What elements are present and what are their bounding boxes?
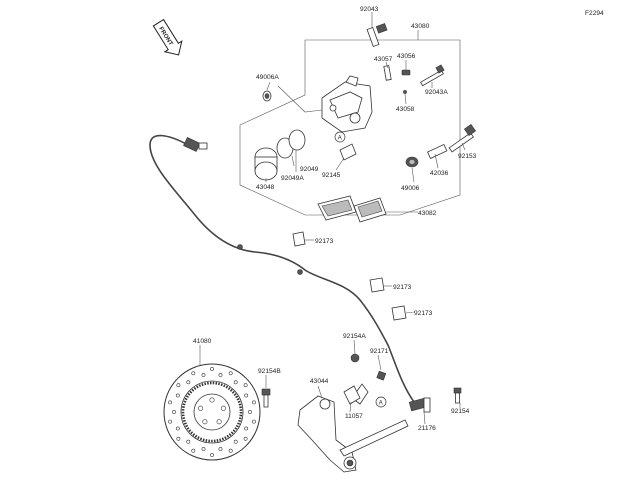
piston-and-seals [254, 129, 306, 181]
disc-vent-hole [175, 426, 180, 431]
bolt-92154b [261, 388, 271, 408]
disc-vent-hole [176, 436, 181, 441]
disc-vent-hole [243, 436, 248, 441]
disc-vent-hole [244, 393, 249, 398]
label-92145: 92145 [322, 172, 341, 179]
reference-mark-a-upper: A [334, 131, 346, 143]
disc-vent-hole [218, 447, 223, 451]
plate-11057 [343, 385, 361, 405]
brake-disc [163, 363, 261, 461]
bolt-92154 [453, 387, 462, 404]
label-92153: 92153 [458, 153, 477, 160]
caliper-assembly-outline [239, 39, 461, 216]
bolt-92153 [448, 124, 476, 153]
label-92154b: 92154B [258, 368, 281, 375]
disc-vent-hole [168, 400, 173, 405]
svg-text:A: A [379, 401, 383, 407]
label-92154: 92154 [451, 408, 470, 415]
disc-vent-hole [191, 448, 196, 453]
disc-mount-hole [209, 397, 215, 403]
label-92171: 92171 [370, 348, 389, 355]
label-42036: 42036 [430, 170, 449, 177]
disc-mount-hole [198, 405, 204, 411]
disc-mount-hole [216, 419, 222, 425]
abs-sensor-wire [149, 134, 415, 403]
label-43057: 43057 [374, 56, 393, 63]
disc-vent-hole [243, 383, 248, 388]
reference-mark-a-lower: A [375, 396, 387, 408]
label-49006: 49006 [401, 185, 420, 192]
disc-vent-hole [251, 400, 256, 405]
disc-vent-hole [210, 367, 214, 371]
label-43056: 43056 [397, 53, 416, 60]
label-43080: 43080 [411, 23, 430, 30]
disc-vent-hole [210, 453, 214, 457]
disc-vent-hole [228, 371, 233, 376]
disc-vent-hole [228, 448, 233, 453]
pad-retainer-92145 [339, 143, 357, 161]
label-21176: 21176 [418, 425, 436, 432]
disc-vent-hole [201, 373, 206, 377]
abs-sensor-21176 [408, 397, 431, 413]
part-number-labels: 92043 43080 49006A 43057 43056 92043A 43… [193, 6, 477, 432]
label-92043a: 92043A [425, 89, 448, 96]
disc-mount-hole [202, 419, 208, 425]
label-92049a: 92049A [281, 175, 304, 182]
pin-92043a [420, 64, 445, 87]
diagram-code: F2294 [585, 10, 604, 17]
leader-lines [199, 12, 466, 425]
grommet-49006a [262, 90, 272, 102]
disc-vent-hole [168, 419, 173, 424]
disc-vent-hole [201, 447, 206, 451]
label-92173-b: 92173 [393, 284, 412, 291]
disc-mount-hole [220, 405, 226, 411]
label-43044: 43044 [310, 378, 329, 385]
disc-vent-hole [218, 373, 223, 377]
front-arrow-icon: FRONT [152, 18, 183, 56]
brake-caliper-body [321, 75, 373, 133]
svg-text:A: A [338, 136, 342, 142]
disc-vent-hole [248, 410, 252, 414]
disc-vent-hole [186, 380, 191, 385]
disc-vent-hole [233, 439, 238, 444]
slide-pin-boot [405, 143, 448, 168]
disc-vent-hole [186, 439, 191, 444]
label-92173-c: 92173 [414, 310, 433, 317]
label-11057: 11057 [345, 413, 363, 420]
label-92043: 92043 [360, 6, 379, 13]
disc-vent-hole [191, 371, 196, 376]
disc-vent-hole [251, 419, 256, 424]
disc-vent-hole [233, 380, 238, 385]
disc-vent-hole [176, 383, 181, 388]
bolt-92171 [376, 370, 387, 381]
label-43048: 43048 [256, 184, 275, 191]
label-43082: 43082 [418, 210, 437, 217]
spring-43058 [403, 90, 407, 94]
label-49006a: 49006A [256, 74, 279, 81]
label-43058: 43058 [396, 106, 415, 113]
label-41080: 41080 [193, 338, 212, 345]
label-92049: 92049 [300, 166, 319, 173]
label-92173-a: 92173 [315, 238, 334, 245]
clamp-92173-c [391, 305, 407, 321]
clamp-92173-b [369, 277, 385, 293]
disc-vent-hole [175, 393, 180, 398]
bolt-92154a [350, 353, 360, 363]
clamp-92173-a [292, 231, 306, 247]
brake-pads [317, 195, 387, 223]
bolt-92043 [366, 23, 388, 47]
disc-vent-hole [244, 426, 249, 431]
disc-vent-hole [172, 410, 176, 414]
label-92154a: 92154A [343, 333, 366, 340]
